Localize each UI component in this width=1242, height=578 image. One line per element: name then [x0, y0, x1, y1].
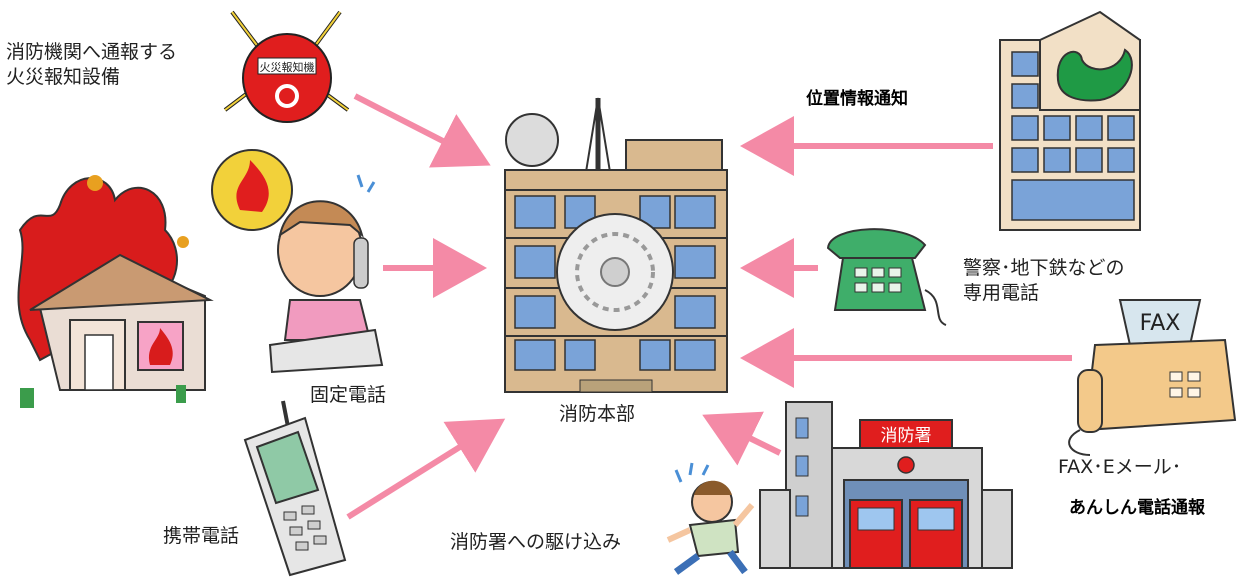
mobile-label: 携帯電話	[163, 525, 240, 547]
dedicated-phone-icon	[826, 228, 947, 326]
fax-sign-text: FAX	[1140, 311, 1181, 336]
anshin-label: あんしん電話通報	[1069, 498, 1205, 518]
fax-machine-icon: FAX	[1068, 299, 1237, 456]
alarm-label: 消防機関へ通報する 火災報知設備	[6, 41, 178, 88]
location-info-building-icon	[999, 10, 1141, 231]
arrow-mobile-to-hq	[346, 418, 506, 520]
burning-house-icon	[17, 175, 214, 408]
arrow-station-to-hq	[702, 411, 782, 466]
landline-label: 固定電話	[310, 384, 387, 406]
running-person-icon	[666, 462, 755, 575]
arrow-alarm-to-hq	[353, 93, 491, 168]
location-info-label: 位置情報通知	[806, 89, 908, 109]
police-subway-phone-label: 警察･地下鉄などの 専用電話	[963, 257, 1125, 304]
mobile-phone-icon	[243, 400, 347, 577]
arrows	[346, 93, 1072, 520]
rush-in-label: 消防署への駆け込み	[450, 531, 622, 553]
alarm-badge-text: 火災報知機	[260, 60, 315, 74]
landline-caller-icon	[211, 149, 384, 374]
hq-label: 消防本部	[559, 403, 636, 425]
fire-station-icon: 消防署	[759, 401, 1013, 569]
fire-alarm-icon: 火災報知機	[223, 10, 350, 123]
fax-email-label: FAX･Eメール･	[1058, 456, 1182, 478]
station-sign-text: 消防署	[881, 426, 932, 446]
fire-hq-building-icon	[504, 97, 728, 393]
